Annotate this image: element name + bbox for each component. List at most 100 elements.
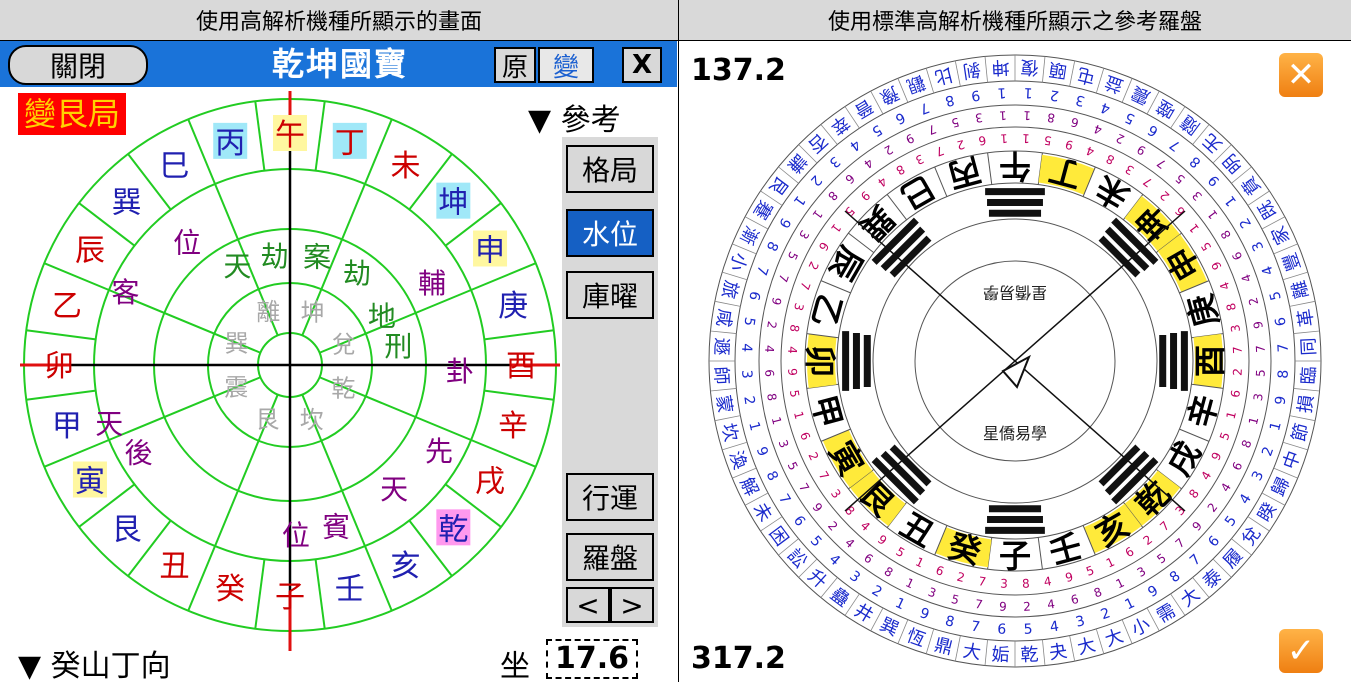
inner-spoke [319, 376, 472, 441]
inner-spoke [108, 376, 261, 441]
number-char: 3 [826, 153, 843, 171]
ok-button[interactable]: ✓ [1279, 629, 1323, 673]
original-button[interactable]: 原 [494, 47, 536, 83]
mountain-selector[interactable]: ▼ 癸山丁向 [18, 641, 171, 682]
exit-button[interactable]: X [622, 47, 662, 83]
number-char: 4 [842, 536, 857, 552]
number-char: 4 [846, 136, 863, 154]
hexagram-char: 无 [1199, 129, 1226, 157]
number-char: 7 [776, 272, 792, 284]
vault-star-button[interactable]: 庫曜 [566, 271, 654, 319]
close-button[interactable]: 關閉 [8, 45, 148, 85]
hexagram-char: 乾 [1020, 644, 1039, 666]
outer-spoke [484, 329, 554, 341]
prev-button[interactable]: < [566, 587, 610, 623]
star-char: 地 [368, 300, 396, 333]
number-char: 2 [1023, 600, 1031, 614]
number-char: 5 [1084, 563, 1096, 579]
number-char: 7 [753, 263, 771, 277]
degree-field[interactable]: 17.6 [546, 639, 638, 679]
reference-dropdown[interactable]: ▼ 參考 [528, 95, 621, 139]
compass-button[interactable]: 羅盤 [566, 533, 654, 581]
number-char: 3 [776, 438, 792, 450]
mountain-char: 乙 [52, 289, 82, 324]
mountain-char: 戌 [475, 465, 505, 500]
mountain-char: 卯 [44, 349, 74, 384]
next-button[interactable]: > [610, 587, 654, 623]
number-char: 8 [763, 239, 781, 254]
hex-divider [1212, 558, 1232, 578]
mountain-divider [848, 232, 875, 254]
outer-spoke [26, 329, 96, 341]
number-char: 9 [753, 445, 771, 459]
hexagram-char: 艮 [765, 172, 793, 199]
number-char: 8 [943, 91, 956, 109]
mountain-divider [934, 525, 948, 556]
mountain-char: 乾 [438, 512, 468, 547]
number-char: 4 [1259, 263, 1277, 277]
hexagram-char: 節 [1288, 421, 1313, 444]
mountain-char: 子 [999, 537, 1031, 575]
number-char: 5 [1198, 239, 1214, 253]
transform-button[interactable]: 變 [538, 47, 594, 83]
mountain-char: 卯 [801, 345, 839, 377]
pattern-button[interactable]: 格局 [566, 145, 654, 193]
outer-spoke [254, 559, 266, 629]
number-char: 7 [797, 280, 813, 292]
number-char: 3 [1074, 613, 1087, 631]
mountain-char: 壬 [1045, 527, 1086, 572]
number-char: 1 [1222, 192, 1240, 209]
hexagram-char: 謙 [783, 150, 811, 177]
mountain-char: 甲 [52, 409, 82, 444]
number-char: 5 [1254, 369, 1268, 377]
star-char: 刑 [384, 330, 412, 363]
star-char: 劫 [343, 257, 371, 290]
hex-divider [1231, 166, 1252, 184]
cancel-button[interactable]: ✕ [1279, 53, 1323, 97]
hex-divider [1293, 388, 1320, 392]
mountain-highlight [1124, 195, 1181, 252]
trigram-char: 坎 [300, 406, 324, 434]
inner-caption: 星僑易學 [983, 283, 1047, 302]
trigram-char: 震 [224, 374, 248, 402]
number-char: 2 [825, 519, 841, 534]
number-char: 2 [764, 320, 779, 330]
hex-divider [1261, 492, 1286, 506]
left-compass-chart: 午丁未坤申庚酉辛戌乾亥壬子癸丑艮寅甲卯乙辰巽巳丙位客輔卦天後先天位賓天劫案劫地刑… [20, 91, 560, 651]
mountain-highlight [332, 122, 367, 159]
number-char: 4 [785, 346, 799, 354]
number-char: 8 [1092, 585, 1104, 601]
star-char: 輔 [418, 267, 446, 300]
number-char: 1 [1186, 221, 1202, 235]
number-char: 5 [842, 204, 858, 219]
mountain-highlight [436, 182, 471, 219]
outer-spoke [254, 101, 266, 171]
star-char: 天 [223, 250, 251, 283]
hex-divider [844, 593, 860, 616]
hexagram-char: 未 [749, 499, 776, 525]
hex-divider [1042, 639, 1046, 666]
number-char: 4 [875, 174, 889, 190]
number-char: 9 [1273, 395, 1290, 406]
number-char: 4 [1084, 143, 1096, 159]
luck-cycle-button[interactable]: 行運 [566, 473, 654, 521]
trigram-char: 巽 [225, 329, 249, 357]
hex-divider [984, 56, 988, 83]
number-char: 4 [861, 156, 875, 172]
number-char: 7 [1167, 136, 1184, 154]
hex-divider [820, 577, 838, 598]
hex-divider [1146, 607, 1160, 632]
mountain-char: 酉 [506, 349, 536, 384]
hex-divider [744, 492, 769, 506]
number-char: 1 [893, 595, 908, 613]
hex-divider [925, 628, 935, 654]
number-char: 9 [1145, 583, 1161, 601]
hexagram-char: 履 [1219, 545, 1247, 572]
number-char: 9 [775, 215, 793, 231]
water-position-button[interactable]: 水位 [566, 209, 654, 257]
mountain-divider [886, 194, 908, 221]
number-char: 3 [846, 568, 863, 586]
number-char: 6 [1172, 204, 1188, 219]
number-char: 2 [1114, 131, 1127, 147]
hexagram-char: 旅 [717, 278, 742, 301]
